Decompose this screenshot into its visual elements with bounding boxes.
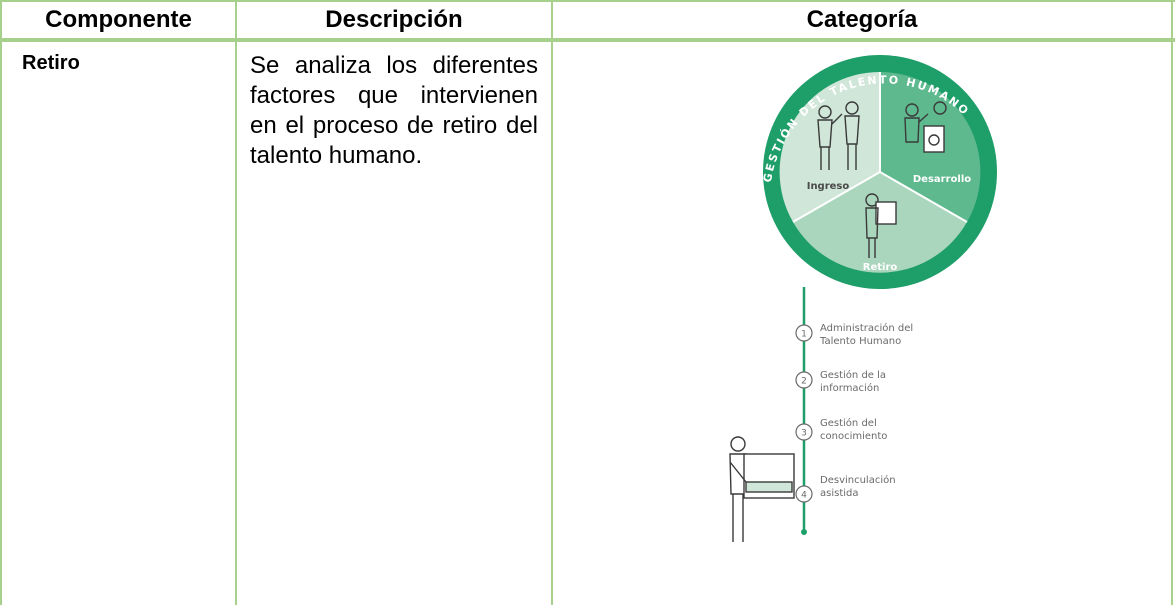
- step-circles: 1 2 3 4: [795, 324, 813, 503]
- person-retiro-icon: [865, 193, 897, 258]
- description-cell: Se analiza los diferentes factores que i…: [250, 52, 538, 169]
- step-4-text: Desvinculación asistida: [820, 475, 896, 499]
- step-1-circle: [795, 324, 813, 342]
- segment-label-retiro: Retiro: [863, 262, 898, 273]
- person-carrying-box-icon: [729, 436, 795, 542]
- header-descripcion: Descripción: [325, 6, 463, 33]
- segment-label-ingreso: Ingreso: [807, 181, 850, 192]
- step-3-circle: [795, 423, 813, 441]
- component-cell: Retiro: [22, 52, 80, 74]
- segment-label-desarrollo: Desarrollo: [913, 174, 971, 185]
- step-2-text: Gestión de la información: [820, 370, 887, 394]
- column-divider-1: [235, 0, 237, 605]
- step-3-text: Gestión del conocimiento: [820, 418, 888, 442]
- step-2-circle: [795, 371, 813, 389]
- header-componente: Componente: [45, 6, 192, 33]
- people-desarrollo-icon: [904, 101, 947, 153]
- talent-management-figure: GESTIÓN DEL TALENTO HUMANO Ing: [729, 55, 997, 542]
- column-divider-2: [551, 0, 553, 605]
- step-1-number: 1: [801, 330, 807, 340]
- header-categoria: Categoría: [806, 6, 918, 33]
- step-4-circle: [795, 485, 813, 503]
- step-4-number: 4: [801, 491, 807, 501]
- step-1-text: Administración del Talento Humano: [820, 323, 914, 347]
- people-ingreso-icon: [817, 101, 860, 170]
- step-2-number: 2: [801, 377, 807, 387]
- step-3-number: 3: [801, 429, 807, 439]
- table-left-border: [0, 0, 2, 605]
- table-right-border: [1171, 0, 1173, 605]
- header-row-border: [0, 38, 1175, 42]
- timeline-end-dot: [801, 529, 807, 535]
- table-top-border: [0, 0, 1175, 2]
